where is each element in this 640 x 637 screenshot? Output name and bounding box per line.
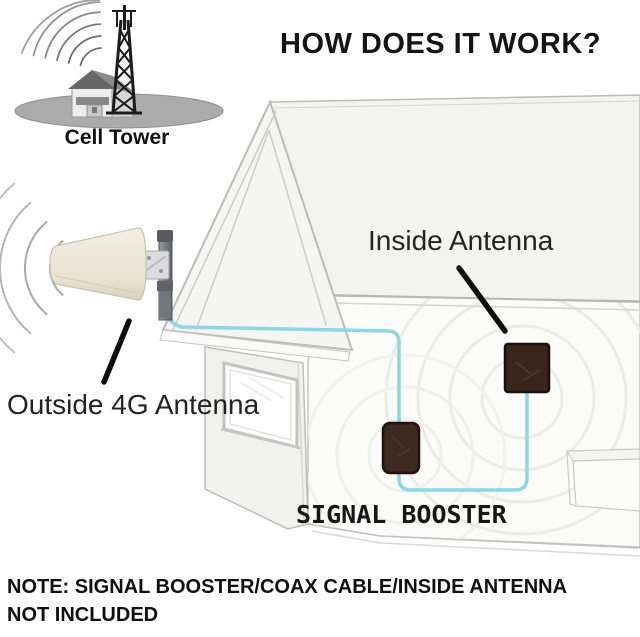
outside-antenna-pointer xyxy=(101,318,132,385)
cell-tower-label: Cell Tower xyxy=(64,126,170,149)
pointer-line xyxy=(101,265,508,385)
house-icon xyxy=(159,94,640,557)
inside-antenna-label: Inside Antenna xyxy=(368,225,554,256)
inside-antenna-pointer xyxy=(456,265,508,334)
house-floor xyxy=(307,523,640,557)
radio-waves-icon xyxy=(20,0,103,67)
house-gable xyxy=(159,99,354,362)
footer-note-line1: NOTE: SIGNAL BOOSTER/COAX CABLE/INSIDE A… xyxy=(7,576,568,598)
cell-tower-icon xyxy=(14,0,224,129)
page-title: HOW DOES IT WORK? xyxy=(280,28,602,60)
indoor-wave-icon xyxy=(308,291,640,547)
inside-antenna-icon xyxy=(503,342,551,394)
footer-note-line2: NOT INCLUDED xyxy=(7,604,159,626)
coax-cable xyxy=(163,305,529,492)
signal-booster-icon xyxy=(381,421,421,475)
building xyxy=(68,70,136,118)
signal-booster-label: SIGNAL BOOSTER xyxy=(296,500,507,529)
footer-note: NOTE: SIGNAL BOOSTER/COAX CABLE/INSIDE A… xyxy=(7,573,617,629)
furniture-box xyxy=(565,448,640,512)
outside-antenna-label: Outside 4G Antenna xyxy=(7,389,260,420)
window xyxy=(220,361,301,450)
tower-mast xyxy=(106,5,142,115)
outside-antenna-icon xyxy=(0,182,173,354)
